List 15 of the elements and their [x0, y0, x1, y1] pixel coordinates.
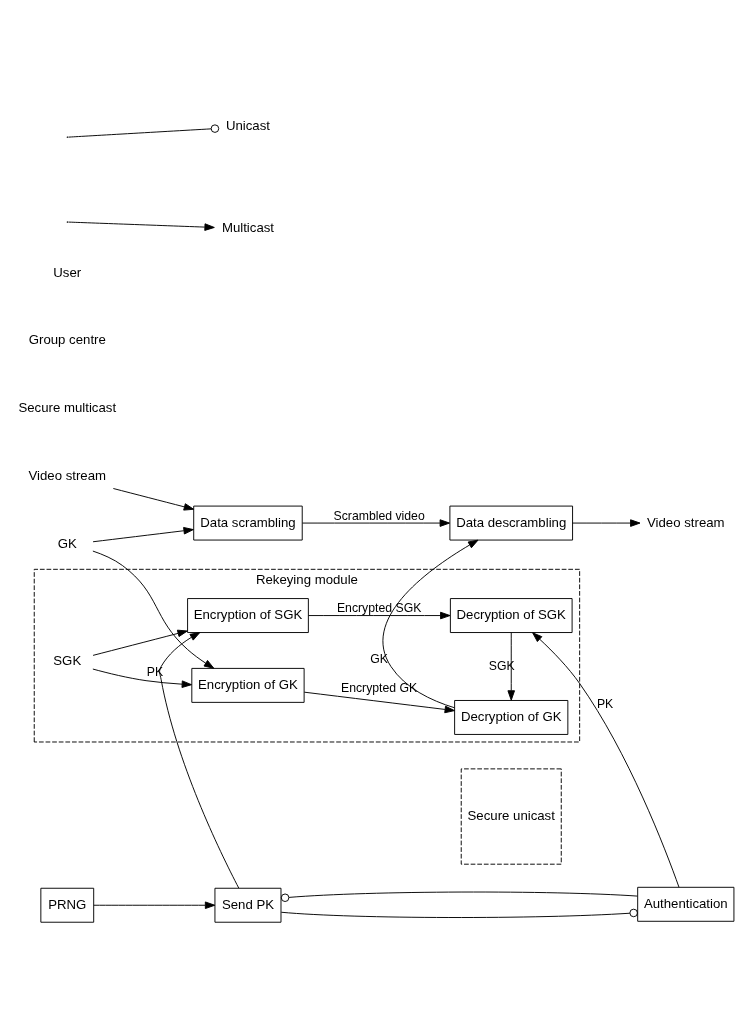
edge-label: Encrypted SGK: [336, 601, 422, 616]
edge-label: PK: [146, 665, 164, 680]
edge-label: Scrambled video: [333, 508, 425, 523]
edge-label: PK: [596, 697, 614, 712]
label: Secure multicast: [18, 400, 117, 416]
node-text: Video stream: [647, 514, 725, 530]
node-text: SGK: [53, 653, 82, 669]
edge-label: GK: [370, 652, 388, 667]
edge-label: Encrypted GK: [341, 681, 418, 696]
label: Group centre: [28, 332, 106, 348]
node-text: Video stream: [28, 468, 107, 484]
legend-label: Unicast: [225, 118, 270, 134]
node-text: GK: [57, 536, 77, 552]
label: User: [53, 264, 82, 280]
legend-label: Multicast: [221, 220, 275, 236]
